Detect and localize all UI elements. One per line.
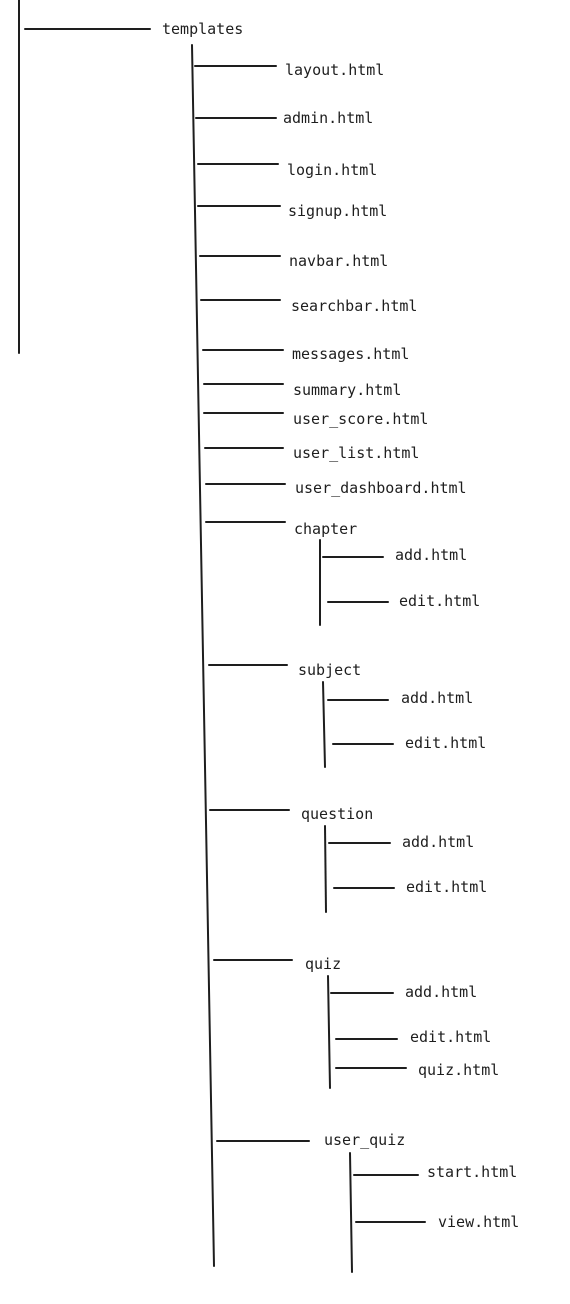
file-searchbar-html: searchbar.html: [291, 297, 417, 315]
question-trunk-line: [324, 825, 327, 913]
file-user-score-html: user_score.html: [293, 410, 428, 428]
quiz-trunk-line: [327, 975, 331, 1089]
folder-user-quiz-label: user_quiz: [324, 1131, 405, 1149]
question-file-edit-html: edit.html: [406, 878, 487, 896]
quiz-file-edit-html: edit.html: [410, 1028, 491, 1046]
subject-file-edit-html: edit.html: [405, 734, 486, 752]
file-admin-html: admin.html: [283, 109, 373, 127]
file-layout-html: layout.html: [285, 61, 384, 79]
file-user-dashboard-html: user_dashboard.html: [295, 479, 467, 497]
user-quiz-file-view-html: view.html: [438, 1213, 519, 1231]
folder-quiz-label: quiz: [305, 955, 341, 973]
chapter-file-add-html: add.html: [395, 546, 467, 564]
subject-trunk-line: [322, 681, 326, 768]
folder-chapter-label: chapter: [294, 520, 357, 538]
file-user-list-html: user_list.html: [293, 444, 419, 462]
question-file-add-html: add.html: [402, 833, 474, 851]
file-login-html: login.html: [287, 161, 377, 179]
folder-subject-label: subject: [298, 661, 361, 679]
quiz-file-quiz-html: quiz.html: [418, 1061, 499, 1079]
user-quiz-trunk-line: [349, 1152, 353, 1273]
subject-file-add-html: add.html: [401, 689, 473, 707]
file-summary-html: summary.html: [293, 381, 401, 399]
folder-question-label: question: [301, 805, 373, 823]
file-messages-html: messages.html: [292, 345, 409, 363]
file-navbar-html: navbar.html: [289, 252, 388, 270]
user-quiz-file-start-html: start.html: [427, 1163, 517, 1181]
chapter-file-edit-html: edit.html: [399, 592, 480, 610]
quiz-file-add-html: add.html: [405, 983, 477, 1001]
templates-folder-label: templates: [162, 20, 243, 38]
templates-trunk-line: [191, 44, 215, 1267]
file-signup-html: signup.html: [288, 202, 387, 220]
